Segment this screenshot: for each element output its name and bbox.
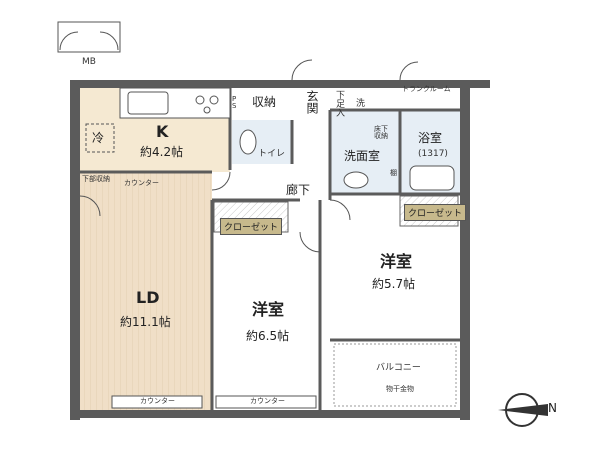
- drying-rack-label: 物干金物: [386, 385, 414, 393]
- balcony-label: バルコニー: [376, 363, 421, 373]
- wash-small-label: 洗: [356, 99, 366, 109]
- doors: [79, 59, 419, 253]
- stove-burner-1: [195, 95, 205, 105]
- bathroom-label: 浴室: [418, 131, 443, 145]
- toilet-label: トイレ: [258, 149, 286, 159]
- western-room2-area-label: 約6.5帖: [246, 329, 290, 343]
- outer-walls: [70, 80, 490, 420]
- counter1-label: カウンター: [124, 179, 159, 187]
- bath-size-label: (1317): [418, 149, 448, 159]
- western-room1-label: 洋室: [380, 252, 413, 271]
- trunk-room-label: トランクルーム: [402, 85, 451, 93]
- north-label: N: [548, 401, 557, 415]
- fridge-box: [85, 123, 115, 153]
- ld-floor: [80, 172, 212, 410]
- compass-icon: [498, 393, 548, 427]
- sink: [127, 91, 169, 115]
- counter2-label: カウンター: [140, 397, 175, 405]
- toilet-bowl: [239, 129, 257, 155]
- stove-burner-2: [209, 95, 219, 105]
- entrance-label: 玄関: [305, 90, 319, 114]
- counter-box-2: [111, 395, 203, 409]
- closet1-label: クローゼット: [220, 218, 283, 235]
- mb-label: MB: [82, 57, 96, 67]
- under-floor-storage-label: 床下 収納: [374, 125, 388, 140]
- storage-label: 収納: [252, 95, 277, 109]
- western-room1-area-label: 約5.7帖: [372, 277, 416, 291]
- bathtub: [409, 165, 455, 191]
- kitchen-area-label: 約4.2帖: [140, 145, 184, 159]
- counter3-label: カウンター: [250, 397, 285, 405]
- fridge-label: 冷: [92, 131, 105, 145]
- shelf-label: 棚: [390, 169, 397, 177]
- under-storage-label: 下部収納: [82, 175, 110, 183]
- closet2-label: クローゼット: [404, 204, 467, 221]
- hallway-label: 廊下: [286, 183, 311, 197]
- mb-door: [57, 21, 121, 53]
- balcony-area: [333, 343, 457, 407]
- kitchen-label: K: [156, 122, 169, 141]
- ps-label: P S: [232, 95, 237, 110]
- washroom-label: 洗面室: [344, 149, 381, 163]
- counter-box-3: [215, 395, 317, 409]
- ld-label: LD: [136, 288, 160, 307]
- shoe-storage-label: 下足入: [334, 90, 344, 117]
- western-room2-label: 洋室: [252, 300, 285, 319]
- stove-burner-3: [203, 106, 211, 114]
- wash-basin: [343, 171, 369, 189]
- ld-area-label: 約11.1帖: [120, 315, 171, 329]
